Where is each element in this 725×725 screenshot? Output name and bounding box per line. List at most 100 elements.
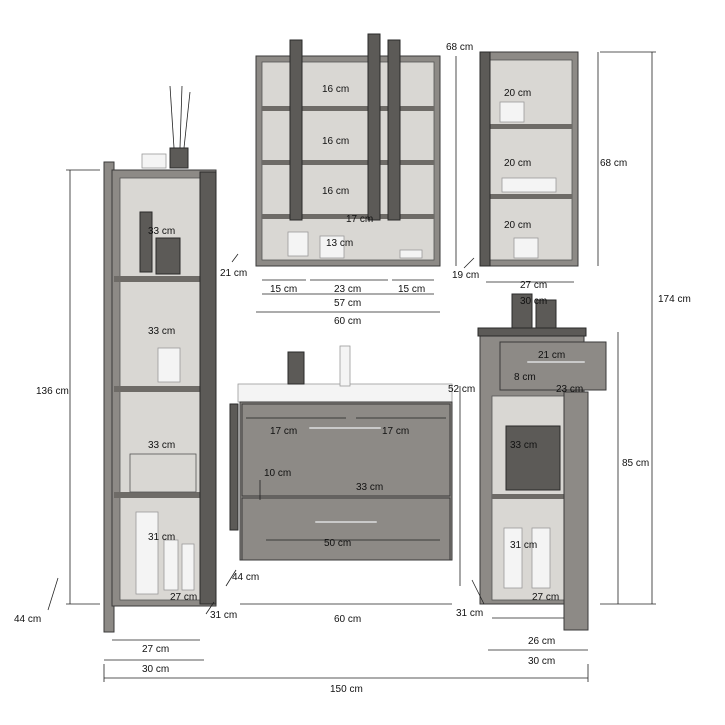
wall-shelf-shelf-label: 20 cm [504, 158, 531, 169]
vanity-drawer-right-label: 17 cm [382, 426, 409, 437]
mirror-cabinet-inner-width-label: 57 cm [334, 298, 361, 309]
jar-decor [511, 293, 533, 329]
low-cabinet-shelf [492, 494, 564, 499]
tall-cabinet-shelf [114, 492, 200, 498]
toiletry-decor [319, 235, 345, 259]
low-cabinet-depth-label: 31 cm [456, 608, 483, 619]
bottle-decor [503, 527, 523, 589]
tall-cabinet-shelf [114, 276, 200, 282]
overall-width-label: 150 cm [330, 684, 363, 695]
vanity-height-label: 52 cm [448, 384, 475, 395]
low-cabinet [477, 293, 607, 631]
hand-towel [229, 403, 239, 531]
glass-decor [157, 347, 181, 383]
toiletry-decor [399, 249, 423, 259]
diffuser-stick [179, 85, 183, 149]
bottle-decor [163, 539, 179, 591]
wall-shelf-height-label: 68 cm [600, 158, 627, 169]
low-cabinet-width-label: 30 cm [528, 656, 555, 667]
mirror-cabinet-shelf-label: 16 cm [322, 84, 349, 95]
mirror-cabinet-shelf-label: 16 cm [322, 186, 349, 197]
low-cabinet-inner-depth-label: 27 cm [532, 592, 559, 603]
mirror-cabinet-left-label: 15 cm [270, 284, 297, 295]
bottle-decor [139, 211, 153, 273]
overall-height-label: 174 cm [658, 294, 691, 305]
vanity [229, 345, 453, 561]
low-cabinet-drawer-height-label: 8 cm [514, 372, 536, 383]
tall-cabinet-leg-label: 44 cm [14, 614, 41, 625]
mirror-cabinet [255, 33, 441, 267]
wall-shelf-width-label: 30 cm [520, 296, 547, 307]
mirror-cabinet-height-label: 68 cm [446, 42, 473, 53]
vanity-drawer-top [241, 403, 451, 497]
tall-cabinet-height-label: 136 cm [36, 386, 69, 397]
basket-decor [129, 453, 197, 493]
low-cabinet-drawer-width-label: 21 cm [538, 350, 565, 361]
mirror-cabinet-right-label: 15 cm [398, 284, 425, 295]
low-cabinet-height-label: 85 cm [622, 458, 649, 469]
mirror-cabinet-shelf [262, 160, 434, 165]
diffuser-stick [169, 85, 175, 149]
vanity-drawer-height-label: 10 cm [264, 468, 291, 479]
wall-shelf-depth-label: 19 cm [452, 270, 479, 281]
tall-cabinet-depth-label: 31 cm [210, 610, 237, 621]
tall-cabinet-side [199, 171, 217, 605]
tall-cabinet-shelf-label: 33 cm [148, 326, 175, 337]
diffuser-stick [183, 91, 191, 149]
towel-stack-decor [505, 425, 561, 491]
towel-roll-decor [135, 511, 159, 595]
vanity-drawer-width-label: 50 cm [324, 538, 351, 549]
tall-cabinet [103, 85, 217, 633]
candle-decor [141, 153, 167, 169]
low-cabinet-shelf-label: 33 cm [510, 440, 537, 451]
vanity-depth-label: 44 cm [232, 572, 259, 583]
vanity-drawer-bottom [241, 497, 451, 561]
wall-shelf-shelf [490, 124, 572, 129]
low-cabinet-shelf-label: 31 cm [510, 540, 537, 551]
mirror-cabinet-shelf-label: 16 cm [322, 136, 349, 147]
tall-cabinet-shelf-label: 31 cm [148, 532, 175, 543]
mirror-door [387, 39, 401, 221]
jar-decor [155, 237, 181, 275]
mirror-cabinet-mid-label: 23 cm [334, 284, 361, 295]
bottle-decor [181, 543, 195, 591]
soap-dispenser [287, 351, 305, 385]
mirror-cabinet-shelf [262, 214, 434, 219]
vanity-drawer-depth-label: 33 cm [356, 482, 383, 493]
mirror-cabinet-side-depth-label: 21 cm [220, 268, 247, 279]
mirror-cabinet-width-label: 60 cm [334, 316, 361, 327]
wall-shelf-side [479, 51, 491, 267]
tall-cabinet-inner-depth-label: 27 cm [170, 592, 197, 603]
mirror-door [367, 33, 381, 221]
low-cabinet-drawer-depth-label: 23 cm [556, 384, 583, 395]
tall-cabinet-shelf-label: 33 cm [148, 226, 175, 237]
dimension-lines [47, 51, 656, 682]
plant-pot-decor [513, 237, 539, 259]
wall-shelf-shelf [490, 194, 572, 199]
low-cabinet-drawer [499, 341, 607, 391]
low-cabinet-top [477, 327, 587, 337]
wall-shelf-shelf-label: 20 cm [504, 220, 531, 231]
dimension-labels: 136 cm 33 cm 33 cm 33 cm 31 cm 27 cm 27 … [14, 42, 691, 695]
low-cabinet-inner-width-label: 26 cm [528, 636, 555, 647]
wall-shelf-interior [489, 59, 573, 261]
wall-shelf-shelf-label: 20 cm [504, 88, 531, 99]
wall-shelf [479, 51, 579, 267]
mirror-cabinet-bottom-label: 13 cm [326, 238, 353, 249]
bottle-decor [531, 527, 551, 589]
mirror-cabinet-shelf [262, 106, 434, 111]
wall-shelf-inner-width-label: 27 cm [520, 280, 547, 291]
mirror-cabinet-inner-depth-label: 17 cm [346, 214, 373, 225]
low-cabinet-door [563, 391, 589, 631]
bowl-decor [501, 177, 557, 193]
vanity-width-label: 60 cm [334, 614, 361, 625]
tall-cabinet-inner-width-label: 27 cm [142, 644, 169, 655]
tall-cabinet-width-label: 30 cm [142, 664, 169, 675]
towel-decor [499, 101, 525, 123]
mirror-door [289, 39, 303, 221]
candle-decor [535, 299, 557, 329]
tall-cabinet-shelf [114, 386, 200, 392]
faucet [339, 345, 351, 387]
toiletry-decor [287, 231, 309, 257]
